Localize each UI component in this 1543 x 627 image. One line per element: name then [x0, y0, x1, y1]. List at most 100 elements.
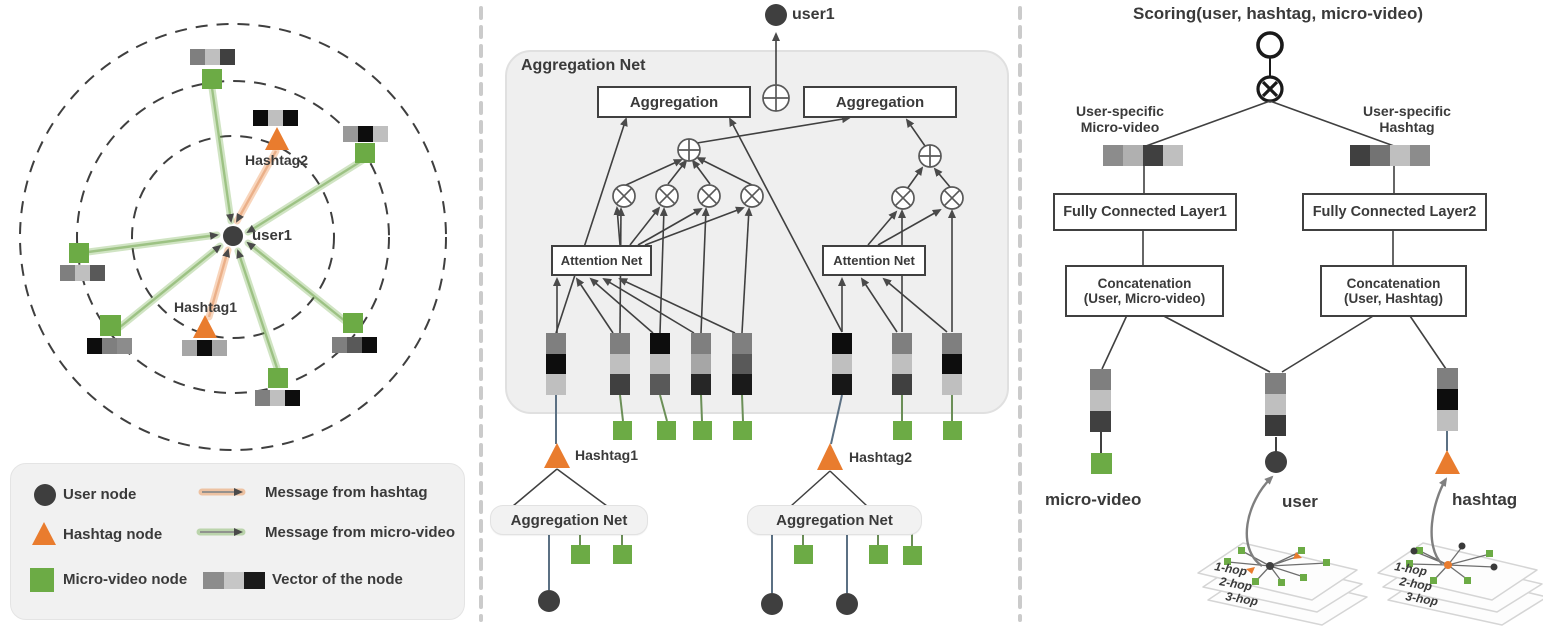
vector-segment: [190, 49, 205, 65]
legend-hashtag-node-label: Hashtag node: [63, 526, 163, 543]
hashtag-hop1-label: 1-hop: [1393, 559, 1428, 578]
user-hop-stack: [1197, 542, 1368, 626]
micro-video-sq-3: [693, 421, 712, 440]
hashtag2-label-middle: Hashtag2: [849, 449, 913, 465]
micro-video-node-right: [355, 143, 375, 163]
concatenation-user-micro-video-box: Concatenation (User, Micro-video): [1065, 265, 1224, 317]
vector-micro-video-left: [60, 265, 105, 281]
vector-segment: [942, 333, 962, 354]
legend-message-micro-video-label: Message from micro-video: [265, 524, 456, 541]
vector-segment: [253, 110, 268, 126]
micro-video-sq-4: [733, 421, 752, 440]
micro-video-node-bottom-mid: [268, 368, 288, 388]
micro-video-node-right-panel: [1091, 453, 1112, 474]
user-nodes-bottom: [538, 590, 858, 615]
user-specific-micro-video-label: User-specific Micro-video: [1076, 103, 1164, 136]
attention-net-box-right: Attention Net: [822, 245, 926, 276]
micro-video-sq-pill-4: [869, 545, 888, 564]
vector-segment: [90, 265, 105, 281]
micro-video-message-edges: [84, 84, 367, 372]
micro-video-sq-pill-5: [903, 546, 922, 565]
vector-segment: [1090, 369, 1111, 390]
hashtag-ego-graph: [1406, 542, 1498, 584]
hashtag1-label-middle: Hashtag1: [575, 447, 639, 463]
vector-mv-5: [892, 333, 912, 396]
micro-video-node-left: [69, 243, 89, 263]
legend-vector-label: Vector of the node: [272, 571, 403, 588]
micro-video-sq-2: [657, 421, 676, 440]
vector-segment: [102, 338, 117, 354]
vector-mv-6: [942, 333, 962, 396]
circle-times-bold-icon: [1256, 75, 1284, 103]
vector-segment: [610, 333, 630, 354]
user-hop1-label: 1-hop: [1213, 559, 1248, 578]
legend-user-node-label: User node: [63, 486, 137, 503]
fully-connected-layer2-box: Fully Connected Layer2: [1302, 193, 1487, 231]
vector-segment: [332, 337, 347, 353]
hashtag-label: hashtag: [1452, 490, 1518, 509]
vector-segment: [610, 374, 630, 396]
micro-video-label: micro-video: [1045, 490, 1142, 509]
aggregation-box-left: Aggregation: [597, 86, 751, 118]
user1-node: [223, 226, 243, 246]
user-hop2-label: 2-hop: [1217, 574, 1253, 594]
vector-segment: [220, 49, 235, 65]
vector-micro-video-right-panel: [1090, 369, 1111, 432]
vector-segment: [832, 353, 852, 375]
vector-segment: [1370, 145, 1390, 166]
vector-segment: [892, 333, 912, 354]
user1-node-middle: [765, 4, 787, 26]
vector-segment: [1090, 390, 1111, 411]
scoring-top-operators: [1256, 31, 1284, 103]
fully-connected-layer1-box: Fully Connected Layer1: [1053, 193, 1237, 231]
vector-segment: [732, 374, 752, 396]
micro-video-node-bottom-left: [100, 315, 121, 336]
vector-segment: [1350, 145, 1370, 166]
vector-segment: [1390, 145, 1410, 166]
vector-user-right-panel: [1265, 373, 1286, 436]
vector-segment: [1265, 394, 1286, 415]
vector-segment: [268, 110, 283, 126]
vector-segment: [373, 126, 388, 142]
vector-micro-video-top: [190, 49, 235, 65]
vector-micro-video-bottom-mid: [255, 390, 300, 406]
vector-segment: [358, 126, 373, 142]
hashtag2-node-middle: [817, 443, 843, 470]
micro-video-sq-6: [943, 421, 962, 440]
vector-segment: [1437, 368, 1458, 389]
vector-segment: [546, 333, 566, 354]
vector-segment: [343, 126, 358, 142]
vector-mv-4: [732, 333, 752, 396]
vector-segment: [223, 572, 245, 589]
vector-segment: [255, 390, 270, 406]
vector-segment: [362, 337, 377, 353]
vector-segment: [942, 353, 962, 375]
vector-mv-2: [650, 333, 670, 396]
vector-segment: [691, 353, 711, 375]
vector-segment: [546, 374, 566, 396]
vector-hashtag1-left: [182, 340, 227, 356]
hop-labels: 1-hop 2-hop 3-hop 1-hop 2-hop 3-hop: [1213, 559, 1439, 608]
scoring-title: Scoring(user, hashtag, micro-video): [1132, 4, 1423, 23]
vector-segment: [691, 374, 711, 396]
hashtag1-node: [193, 315, 217, 338]
vector-segment: [197, 340, 212, 356]
vector-segment: [1123, 145, 1143, 166]
hashtag2-label-left: Hashtag2: [245, 152, 309, 168]
vector-segment: [87, 338, 102, 354]
vector-segment: [244, 572, 266, 589]
legend-message-hashtag-label: Message from hashtag: [265, 484, 428, 501]
vector-segment: [1437, 410, 1458, 431]
vector-segment: [285, 390, 300, 406]
vector-segment: [203, 572, 224, 589]
vector-segment: [732, 353, 752, 375]
user1-label-middle: user1: [792, 6, 835, 23]
score-output-icon: [1256, 31, 1284, 59]
vector-segment: [832, 374, 852, 396]
vector-micro-video-right: [343, 126, 388, 142]
micro-video-sq-pill-3: [794, 545, 813, 564]
vector-segment: [212, 340, 227, 356]
micro-video-sq-5: [893, 421, 912, 440]
vector-user-specific-hashtag: [1350, 145, 1430, 166]
aggregation-net-pill-left: Aggregation Net: [490, 505, 648, 535]
